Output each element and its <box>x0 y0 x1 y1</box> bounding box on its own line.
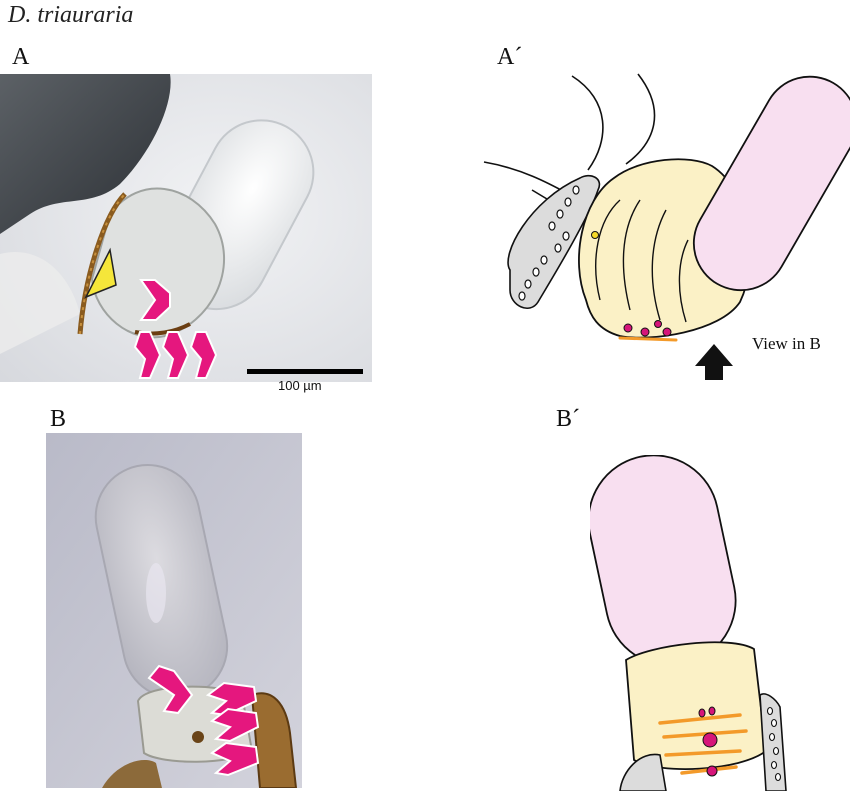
bristle-marks <box>518 185 580 301</box>
scale-bar <box>247 369 363 374</box>
bristle-marks-b-prime <box>766 706 782 782</box>
photo-a <box>0 74 372 382</box>
panel-label-a-prime: A´ <box>497 44 523 70</box>
panel-label-b-prime: B´ <box>556 406 580 432</box>
magenta-dots-b-prime <box>698 706 718 777</box>
magenta-arrows-a <box>133 279 218 379</box>
photo-b <box>46 433 302 788</box>
magenta-dots-a-prime <box>623 320 672 337</box>
pink-tip-a-prime <box>692 75 850 292</box>
yellow-arrowhead <box>84 247 117 299</box>
panel-label-b: B <box>50 406 67 432</box>
species-title: D. triauraria <box>8 2 134 28</box>
magenta-arrows-b <box>147 664 260 777</box>
view-arrow <box>695 344 733 380</box>
view-caption: View in B <box>752 334 821 353</box>
yellow-dot <box>591 231 599 239</box>
drawing-a-prime <box>470 60 850 380</box>
scale-bar-label: 100 µm <box>278 378 322 393</box>
panel-label-a: A <box>12 44 30 70</box>
orange-marks-a-prime <box>618 336 678 342</box>
drawing-b-prime <box>590 455 810 791</box>
